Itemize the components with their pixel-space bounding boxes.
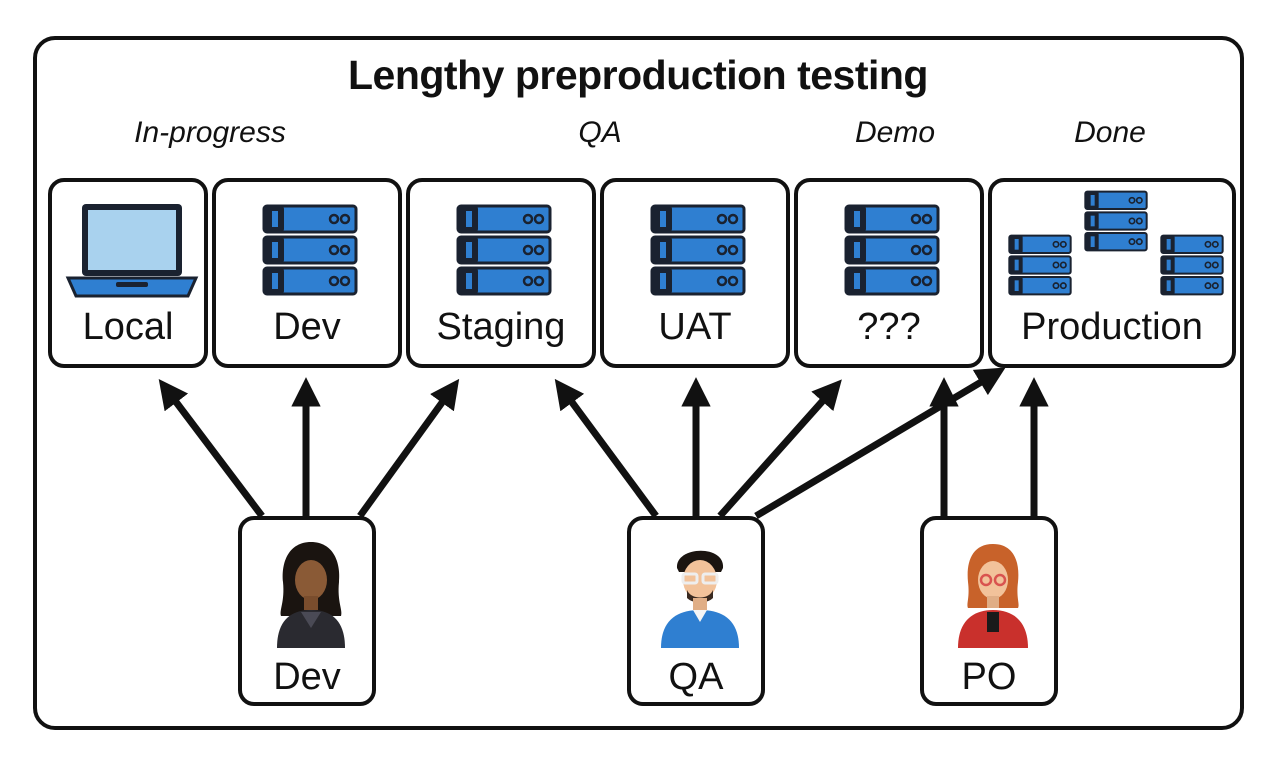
arrow-qa-to-demo [717,379,842,519]
env-box-staging: Staging [406,178,596,368]
server-rack-icon [1008,234,1072,296]
role-box-po: PO [920,516,1058,706]
role-box-qa: QA [627,516,765,706]
server-rack-icon [844,204,940,296]
server-rack-icon [456,204,552,296]
developer-avatar-icon [277,542,345,648]
role-label-qa: QA [668,656,724,698]
server-rack-icon [1084,190,1148,252]
arrow-dev-to-local [158,378,265,519]
env-label-demo: ??? [857,306,921,348]
stage-label-demo: Demo [854,116,936,149]
role-box-dev: Dev [238,516,376,706]
diagram-title: Lengthy preproduction testing [348,52,928,98]
qa-engineer-avatar-icon [661,550,739,648]
env-label-staging: Staging [436,306,566,348]
arrow-qa-to-staging [554,378,659,519]
env-box-local: Local [48,178,208,368]
arrow-dev-to-staging [357,378,460,519]
role-label-dev: Dev [273,656,341,698]
env-box-demo: ??? [794,178,984,368]
stage-label-done: Done [1074,116,1146,149]
env-box-uat: UAT [600,178,790,368]
laptop-icon [65,204,199,298]
server-rack-icon [1160,234,1224,296]
env-label-local: Local [82,306,174,348]
stage-label-in-progress: In-progress [134,116,286,149]
role-label-po: PO [961,656,1017,698]
product-owner-avatar-icon [958,544,1028,648]
server-rack-icon [650,204,746,296]
stage-label-qa: QA [578,116,622,149]
arrow-qa-to-production [754,367,1006,520]
env-label-uat: UAT [658,306,732,348]
env-box-dev: Dev [212,178,402,368]
env-label-production: Production [1021,306,1203,348]
env-box-production: Production [988,178,1236,368]
env-label-dev: Dev [273,306,341,348]
server-rack-icon [262,204,358,296]
